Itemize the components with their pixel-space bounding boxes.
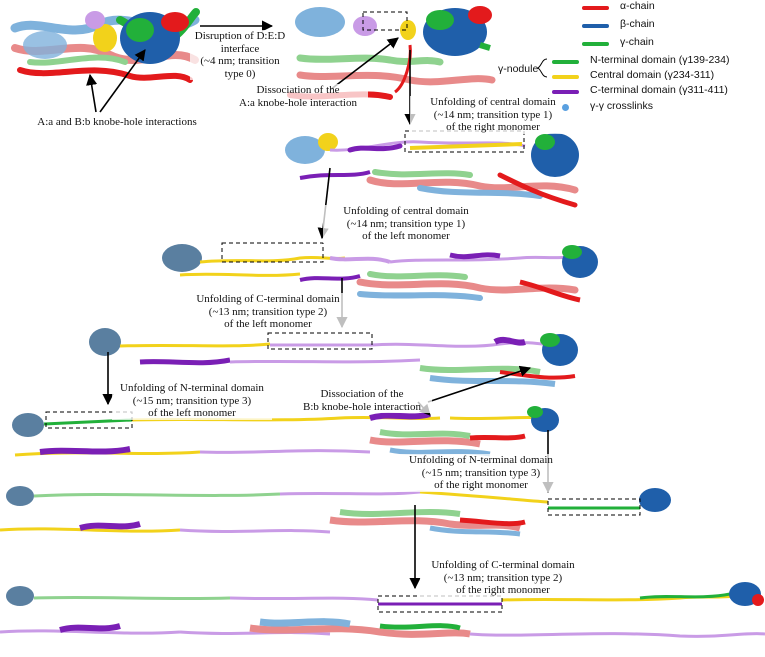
structure-nterm-right-unfolded (0, 486, 671, 537)
annotation-cterm-right: Unfolding of C-terminal domain (~13 nm; … (420, 559, 586, 597)
annotation-nterm-right: Unfolding of N-terminal domain (~15 nm; … (398, 454, 564, 492)
highlight-box-central-left (221, 242, 324, 263)
annotation-central-right: Unfolding of central domain (~14 nm; tra… (410, 96, 576, 134)
annotation-central-left: Unfolding of central domain (~14 nm; tra… (323, 205, 489, 243)
arrow-aa-pointer (86, 73, 98, 113)
highlight-box-aa (362, 11, 408, 31)
nodule-brace (537, 58, 548, 78)
structure-cterm-right-unfolded (0, 582, 765, 638)
structure-initial (10, 8, 200, 83)
legend-swatch-gamma (582, 42, 609, 46)
legend-nodule-label: γ-nodule (498, 63, 539, 75)
annotation-nterm-left: Unfolding of N-terminal domain (~15 nm; … (112, 382, 272, 420)
arrow-bb-pointer (99, 49, 146, 113)
legend-label-beta: β-chain (620, 18, 655, 30)
annotation-aa-bb-interactions: A:a and B:b knobe-hole interactions (22, 116, 212, 129)
structure-central-right-unfolded (285, 133, 579, 208)
legend-label-crosslinks: γ-γ crosslinks (590, 100, 654, 112)
legend-swatch-c-terminal (552, 90, 579, 94)
legend-label-gamma: γ-chain (620, 36, 654, 48)
annotation-aa-dissociation: Dissociation of the A:a knobe-hole inter… (228, 84, 368, 109)
annotation-ded-disruption: Disruption of D:E:D interface (~4 nm; tr… (190, 30, 290, 80)
legend-swatch-beta (582, 24, 609, 28)
legend-label-c-terminal: C-terminal domain (γ311-411) (590, 84, 728, 96)
legend-swatch-central (552, 75, 579, 79)
legend-dot-crosslinks (562, 104, 569, 111)
legend-swatch-n-terminal (552, 60, 579, 64)
structure-nterm-left-unfolded (12, 406, 559, 457)
legend-label-n-terminal: N-terminal domain (γ139-234) (590, 54, 730, 66)
annotation-bb-dissociation: Dissociation of the B:b knobe-hole inter… (292, 388, 432, 413)
highlight-box-nterm-left (45, 411, 133, 429)
arrow-bb-dissociation-up (427, 365, 532, 403)
arrow-aa-dissociation-pointer (329, 37, 399, 91)
structure-central-left-unfolded (162, 244, 598, 303)
legend-swatch-alpha (582, 6, 609, 10)
structure-cterm-left-unfolded (89, 328, 578, 387)
highlight-box-nterm-right (547, 498, 641, 516)
legend-label-central: Central domain (γ234-311) (590, 69, 715, 81)
highlight-box-cterm-left (267, 332, 373, 350)
legend-label-alpha: α-chain (620, 0, 655, 12)
annotation-cterm-left: Unfolding of C-terminal domain (~13 nm; … (185, 293, 351, 331)
